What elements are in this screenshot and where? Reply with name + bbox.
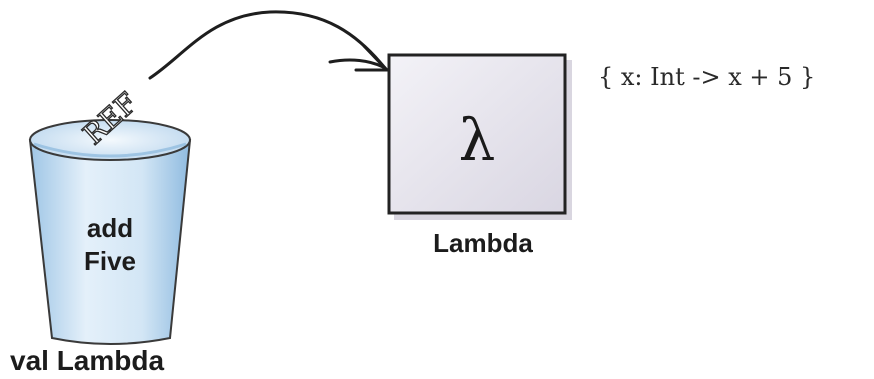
arrow-tail-stroke: [328, 58, 387, 70]
variable-type-label: val Lambda: [10, 345, 164, 376]
reference-arrow: [148, 10, 389, 80]
lambda-object: λ: [387, 53, 572, 220]
arrow-head: [354, 44, 389, 72]
arrow-curve: [148, 10, 387, 80]
cup-inner-shadow: [33, 142, 187, 158]
cup-rim: [29, 119, 191, 161]
variable-name-line2: Five: [84, 246, 136, 276]
variable-name-line1: add: [87, 213, 133, 243]
lambda-type-label: Lambda: [433, 228, 533, 258]
variable-cup: add Five: [28, 119, 192, 345]
lambda-box: [387, 53, 567, 215]
lambda-code: { x: Int -> x + 5 }: [598, 63, 815, 91]
cup-body: [28, 139, 192, 345]
lambda-symbol: λ: [459, 106, 496, 174]
